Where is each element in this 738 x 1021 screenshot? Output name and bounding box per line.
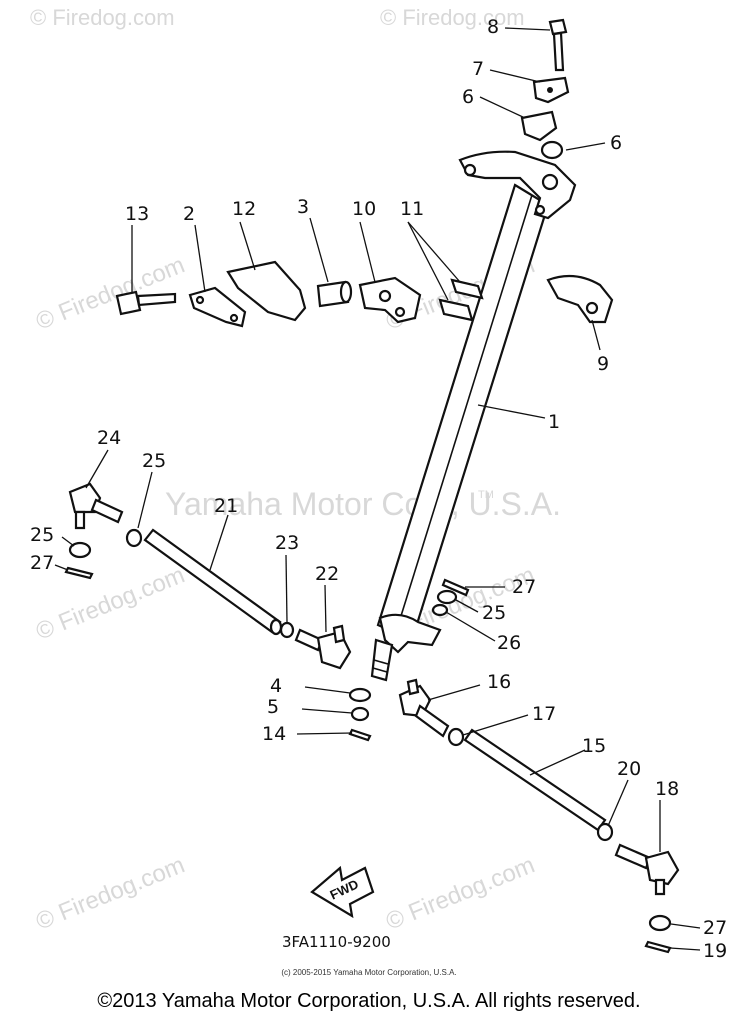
callout-23: 24 <box>97 427 121 449</box>
nut-24 <box>125 528 143 548</box>
watermark: © Firedog.com <box>380 5 525 30</box>
callout-24: 25 <box>142 450 166 472</box>
small-copyright: (c) 2005-2015 Yamaha Motor Corporation, … <box>281 968 457 977</box>
nut-25-mid <box>436 589 458 605</box>
tie-rod-end-23 <box>68 482 124 530</box>
tie-rod-end-16 <box>398 678 450 738</box>
callout-5: 8 <box>487 16 499 38</box>
callout-6-left: 10 <box>352 198 376 220</box>
callout-27-mid: 27 <box>512 576 536 598</box>
washer-12 <box>348 687 372 703</box>
leader-lines <box>54 27 701 951</box>
callout-11: 3 <box>297 196 309 218</box>
tie-rod-end-18 <box>614 843 680 896</box>
callout-18: 18 <box>655 778 679 800</box>
cotter-pin-27-right <box>644 940 672 954</box>
tm-mark: TM <box>478 489 494 501</box>
callout-16: 16 <box>487 671 511 693</box>
callout-21: 22 <box>315 563 339 585</box>
callout-8: 12 <box>232 198 256 220</box>
bolt-5 <box>548 18 568 72</box>
watermark: © Firedog.com <box>30 5 175 30</box>
nut-25-left <box>68 541 92 559</box>
nut-25-right <box>648 914 672 932</box>
holder-6-left <box>358 276 422 324</box>
tie-rod-20 <box>143 528 283 636</box>
cotter-pin-27-left <box>64 566 94 580</box>
trademark-watermark: Yamaha Motor Corp, U.S.A. <box>165 486 561 522</box>
watermark: © Firedog.com <box>32 561 188 645</box>
washer-22 <box>279 621 295 639</box>
callout-25-right: 27 <box>703 917 727 939</box>
steering-parts-diagram: © Firedog.com © Firedog.com © Firedog.co… <box>30 5 727 962</box>
steering-column <box>370 150 577 682</box>
clips-7 <box>438 278 484 322</box>
callout-3: 6 <box>462 86 474 108</box>
callout-17: 17 <box>532 703 556 725</box>
callout-4: 7 <box>472 58 484 80</box>
callout-numbers: 8 7 6 6 1 9 10 11 12 13 2 3 24 25 21 23 … <box>30 16 727 962</box>
callout-14: 14 <box>262 723 286 745</box>
bracket-8 <box>226 260 307 322</box>
holder-3 <box>520 110 558 142</box>
collar-11 <box>316 280 353 308</box>
nut-19 <box>596 822 614 842</box>
bushing-2 <box>540 140 564 160</box>
tie-rod-end-21 <box>294 624 352 670</box>
callout-1: 1 <box>548 411 560 433</box>
nut-13 <box>350 706 370 722</box>
callout-6-right: 9 <box>597 353 609 375</box>
watermark: © Firedog.com <box>382 851 538 935</box>
callout-27-left: 27 <box>30 552 54 574</box>
callout-27-right: 19 <box>703 940 727 962</box>
washer-26 <box>431 603 449 617</box>
copyright-footer: ©2013 Yamaha Motor Corporation, U.S.A. A… <box>97 990 641 1012</box>
callout-19: 20 <box>617 758 641 780</box>
callout-20: 21 <box>214 495 238 517</box>
callout-26: 26 <box>497 632 521 654</box>
callout-9: 13 <box>125 203 149 225</box>
part-code: 3FA1110-9200 <box>282 933 391 951</box>
callout-12: 4 <box>270 675 282 697</box>
callout-10: 2 <box>183 203 195 225</box>
watermark: © Firedog.com <box>32 851 188 935</box>
cotter-pin-14 <box>348 728 372 742</box>
callout-2: 6 <box>610 132 622 154</box>
holder-6-right <box>546 274 614 324</box>
callout-25-left: 25 <box>30 524 54 546</box>
cotter-pin-27-mid <box>441 578 470 597</box>
callout-7: 11 <box>400 198 424 220</box>
bolt-9 <box>115 290 177 316</box>
callout-15: 15 <box>582 735 606 757</box>
callout-25-mid: 25 <box>482 602 506 624</box>
callout-13: 5 <box>267 696 279 718</box>
nut-17 <box>447 727 465 747</box>
fwd-arrow: FWD <box>310 865 375 919</box>
callout-22: 23 <box>275 532 299 554</box>
